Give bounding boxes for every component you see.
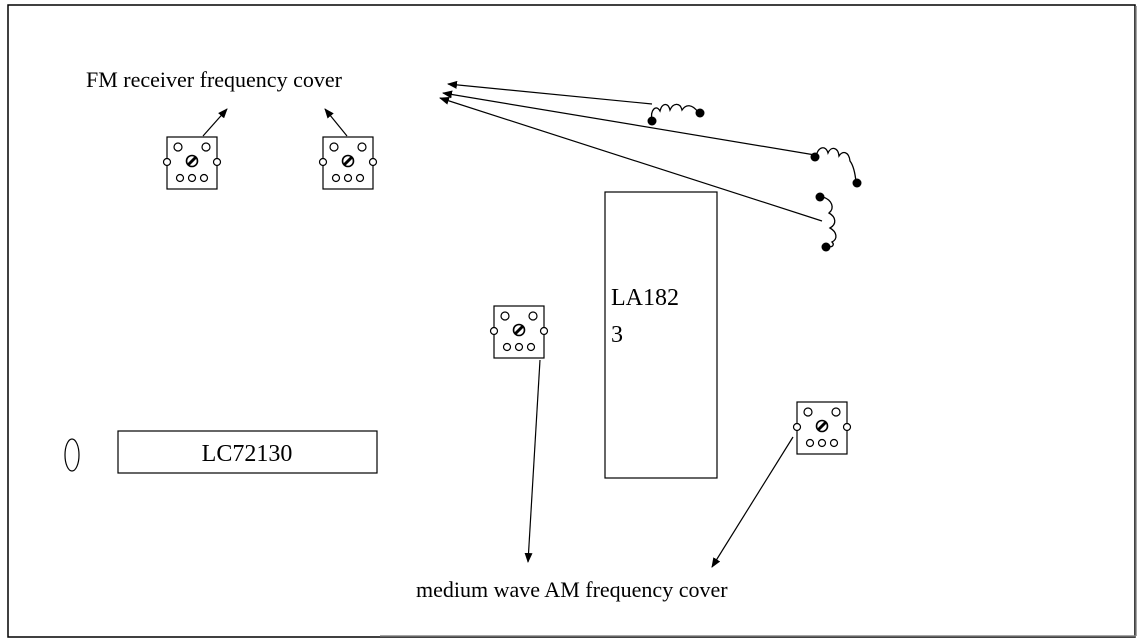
la1823-ic: [604, 191, 718, 479]
crystal-oval: [64, 438, 80, 472]
arrow-coil-top-to-fm-label: [447, 80, 653, 105]
arrow-trimmer-left-to-fm-label: [202, 108, 228, 137]
lc72130-ic: [117, 430, 378, 474]
am-trimmer-capacitor-right: [792, 400, 852, 456]
fm-cover-label: FM receiver frequency cover: [86, 67, 343, 92]
arrow-coil-lower-to-fm-label: [439, 96, 823, 222]
fm-coil-lower: [815, 192, 837, 252]
la1823-label-line2: 3: [611, 322, 623, 348]
am-trimmer-capacitor-center: [489, 304, 549, 360]
fm-coil-middle: [810, 147, 862, 188]
lc72130-label: LC72130: [202, 441, 293, 467]
arrow-am-trimmer-right-to-am-label: [711, 436, 794, 568]
arrow-am-trimmer-center-to-am-label: [524, 359, 541, 563]
la1823-label-line1: LA182: [611, 285, 679, 311]
fm-trimmer-capacitor-right: [318, 135, 378, 191]
arrow-coil-middle-to-fm-label: [442, 90, 816, 156]
am-cover-label: medium wave AM frequency cover: [416, 577, 728, 602]
fm-trimmer-capacitor-left: [162, 135, 222, 191]
board-frame: [7, 4, 1136, 638]
arrow-trimmer-right-to-fm-label: [324, 108, 348, 137]
fm-coil-top: [647, 103, 705, 126]
